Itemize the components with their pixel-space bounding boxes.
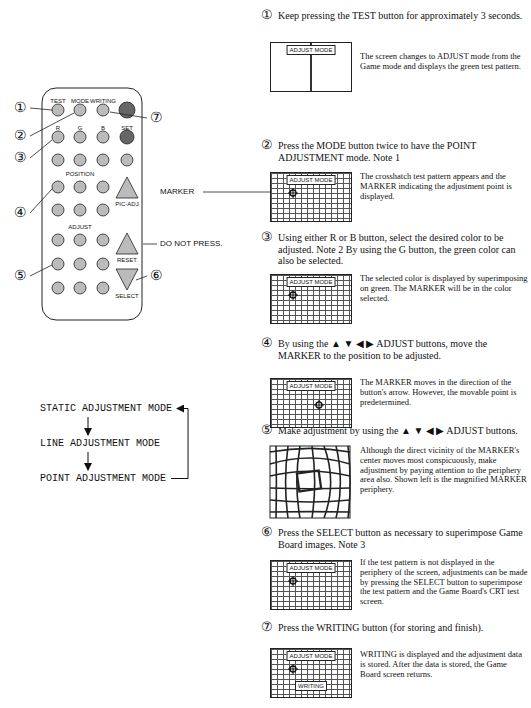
- step-text: WRITING is displayed and the adjustment …: [360, 650, 528, 679]
- screen-title: ADJUST MODE: [287, 563, 336, 573]
- remote-buttons: [52, 102, 138, 294]
- callout-number: ③: [14, 150, 30, 166]
- callout-number: ④: [261, 336, 277, 351]
- callout-number: ⑦: [150, 110, 166, 126]
- button-label: ADJUST: [60, 224, 100, 231]
- callout-number: ①: [261, 8, 277, 23]
- flow-arrow: [88, 452, 89, 470]
- step-text: Press the SELECT button as necessary to …: [278, 527, 526, 550]
- mode-step: STATIC ADJUSTMENT MODE: [38, 402, 174, 415]
- mode-name: POINT ADJUSTMENT MODE: [40, 473, 166, 484]
- screen-image: ADJUST MODE: [270, 274, 352, 324]
- mode-step: LINE ADJUSTMENT MODE: [38, 437, 162, 450]
- step-text: Although the direct vicinity of the MARK…: [360, 446, 528, 495]
- button-label: PIC-ADJ: [110, 201, 144, 208]
- screen-title: ADJUST MODE: [287, 45, 336, 55]
- callout-number: ⑥: [261, 525, 277, 540]
- step-text: Press the MODE button twice to have the …: [278, 140, 526, 163]
- screen-image: ADJUST MODE: [270, 378, 352, 428]
- button-label: TEST: [43, 98, 73, 105]
- step-text: By using the ▲ ▼ ◀ ▶ ADJUST buttons, mov…: [278, 338, 526, 361]
- step-text: The MARKER moves in the direction of the…: [360, 378, 528, 407]
- step-text: DO NOT PRESS.: [160, 239, 240, 248]
- button-label: MODE: [68, 98, 92, 105]
- magnified-marker-periphery: [270, 446, 350, 518]
- screen-title: ADJUST MODE: [287, 381, 336, 391]
- mode-name: STATIC ADJUSTMENT MODE: [40, 403, 172, 414]
- screen-image: ADJUST MODE: [270, 560, 352, 610]
- flow-arrow: [171, 409, 188, 479]
- button-label: POSITION: [55, 171, 105, 178]
- callout-number: ③: [261, 230, 277, 245]
- mode-step: POINT ADJUSTMENT MODE: [38, 472, 168, 485]
- callout-number: ①: [14, 100, 30, 116]
- screen-image: ADJUST MODE: [270, 42, 352, 92]
- callout-number: ④: [14, 205, 30, 221]
- step-text: Keep pressing the TEST button for approx…: [278, 10, 526, 22]
- step-text: The selected color is displayed by super…: [360, 274, 528, 303]
- button-label: RESET: [112, 257, 142, 264]
- callout-number: ⑤: [14, 268, 30, 284]
- button-label: R: [51, 125, 65, 132]
- step-text: Using either R or B button, select the d…: [278, 232, 526, 267]
- button-label: B: [96, 125, 110, 132]
- button-label: WRITING: [86, 98, 120, 105]
- callout-number: ②: [14, 128, 30, 144]
- screen-image: ADJUST MODE: [270, 172, 352, 222]
- flow-arrow: [88, 417, 89, 435]
- screen-title: ADJUST MODE: [287, 277, 336, 287]
- step-text: The crosshatch test pattern appears and …: [360, 172, 528, 201]
- screen-title: ADJUST MODE: [287, 651, 336, 661]
- screen-image: ADJUST MODE WRITING: [270, 648, 352, 698]
- button-label: SELECT: [110, 293, 144, 300]
- button-label: G: [73, 125, 87, 132]
- leader-lines: [30, 108, 292, 280]
- callout-number: ②: [261, 138, 277, 153]
- mode-name: LINE ADJUSTMENT MODE: [40, 438, 160, 449]
- screen-title: ADJUST MODE: [287, 175, 336, 185]
- step-text: MARKER: [160, 187, 204, 196]
- step-text: The screen changes to ADJUST mode from t…: [360, 52, 528, 72]
- callout-number: ⑦: [261, 620, 277, 635]
- step-text: Press the WRITING button (for storing an…: [278, 622, 526, 634]
- button-label: SET: [117, 125, 137, 132]
- callout-number: ⑥: [150, 268, 166, 284]
- screen-status: WRITING: [295, 681, 327, 691]
- step-text: If the test pattern is not displayed in …: [360, 558, 528, 607]
